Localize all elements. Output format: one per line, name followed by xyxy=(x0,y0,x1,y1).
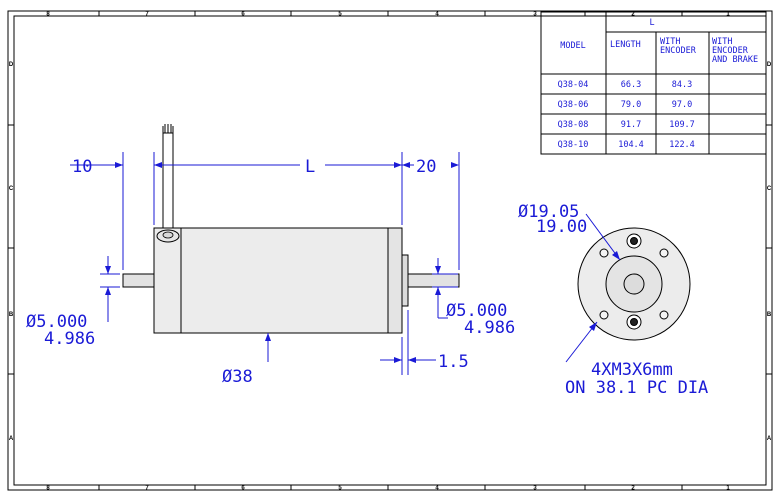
dim-pilot-dia: Ø19.05 xyxy=(518,202,579,222)
row-label: C xyxy=(9,186,14,192)
table-cell-encoder: 122.4 xyxy=(669,140,695,150)
dim-body-dia: Ø38 xyxy=(222,367,253,387)
column-label: 6 xyxy=(241,12,245,18)
table-col-header-brake: WITH xyxy=(712,37,732,47)
row-label: A xyxy=(767,436,772,442)
column-label: 7 xyxy=(145,12,149,18)
rear-end-cap xyxy=(153,227,182,334)
column-label: 7 xyxy=(145,486,149,492)
table-cell-length: 91.7 xyxy=(621,120,641,130)
column-label: 5 xyxy=(338,486,342,492)
row-label: A xyxy=(9,436,14,442)
column-label: 1 xyxy=(726,12,730,18)
dim-pilot-dia-min: 19.00 xyxy=(536,217,587,237)
table-cell-encoder: 97.0 xyxy=(672,100,692,110)
note-pitch-circle: ON 38.1 PC DIA xyxy=(565,378,708,398)
column-label: 4 xyxy=(435,486,439,492)
front-ring xyxy=(387,227,403,334)
dim-left-shaft-dia-min: 4.986 xyxy=(44,329,95,349)
drawing-border: 8 7 6 5 4 3 2 1 8 7 6 5 4 3 2 1 D C B A … xyxy=(7,10,773,492)
table-col-header-encoder: ENCODER xyxy=(660,46,697,56)
table-model-header: MODEL xyxy=(560,41,586,51)
table-cell-encoder: 84.3 xyxy=(672,80,692,90)
row-label: B xyxy=(767,312,772,318)
dim-flange-thickness: 1.5 xyxy=(438,352,469,372)
table-cell-model: Q38-08 xyxy=(558,120,589,130)
table-cell-length: 66.3 xyxy=(621,80,641,90)
table-cell-model: Q38-06 xyxy=(558,100,589,110)
column-label: 4 xyxy=(435,12,439,18)
screw-heads xyxy=(626,233,642,330)
row-label: D xyxy=(767,62,772,68)
column-label: 3 xyxy=(533,486,537,492)
right-shaft xyxy=(407,273,460,288)
side-view-dimension-text: 10 L 20 Ø5.000 4.986 Ø5.000 4.986 Ø38 1.… xyxy=(26,157,515,387)
table-group-header: L xyxy=(649,18,654,28)
dim-right-shaft-dia: Ø5.000 xyxy=(446,301,507,321)
motor-front-view xyxy=(577,227,691,341)
column-label: 6 xyxy=(241,486,245,492)
model-length-table xyxy=(540,11,767,155)
column-label: 3 xyxy=(533,12,537,18)
note-mounting-holes: 4XM3X6mm xyxy=(591,360,673,380)
column-label: 2 xyxy=(631,12,635,18)
column-label: 8 xyxy=(46,486,50,492)
dim-left-shaft-length: 10 xyxy=(72,157,92,177)
front-view-dimension-lines xyxy=(565,213,621,363)
left-shaft xyxy=(122,273,155,288)
column-label: 8 xyxy=(46,12,50,18)
motor-body xyxy=(180,227,389,334)
row-label: D xyxy=(9,62,14,68)
dim-body-length: L xyxy=(305,157,315,177)
table-text: L MODEL LENGTH WITH ENCODER WITH ENCODER… xyxy=(558,18,758,150)
dim-right-shaft-dia-min: 4.986 xyxy=(464,318,515,338)
row-label: C xyxy=(767,186,772,192)
table-col-header-brake: ENCODER xyxy=(712,46,749,56)
shaft-end xyxy=(623,273,645,295)
column-label: 1 xyxy=(726,486,730,492)
mounting-holes xyxy=(599,248,669,320)
dim-right-shaft-length: 20 xyxy=(416,157,436,177)
table-cell-model: Q38-10 xyxy=(558,140,589,150)
column-label: 2 xyxy=(631,486,635,492)
row-label: B xyxy=(9,312,14,318)
table-col-header-brake: AND BRAKE xyxy=(712,55,758,65)
motor-side-view xyxy=(122,124,460,334)
pilot-boss xyxy=(401,254,409,307)
table-col-header-length: LENGTH xyxy=(610,40,641,50)
side-view-dimension-lines xyxy=(70,152,460,375)
table-cell-length: 104.4 xyxy=(618,140,644,150)
column-label: 5 xyxy=(338,12,342,18)
table-cell-encoder: 109.7 xyxy=(669,120,695,130)
table-col-header-encoder: WITH xyxy=(660,37,680,47)
table-cell-length: 79.0 xyxy=(621,100,641,110)
lead-wires xyxy=(162,124,174,232)
table-cell-model: Q38-04 xyxy=(558,80,589,90)
dim-left-shaft-dia: Ø5.000 xyxy=(26,312,87,332)
front-view-dimension-text: Ø19.05 19.00 4XM3X6mm ON 38.1 PC DIA xyxy=(518,202,708,398)
